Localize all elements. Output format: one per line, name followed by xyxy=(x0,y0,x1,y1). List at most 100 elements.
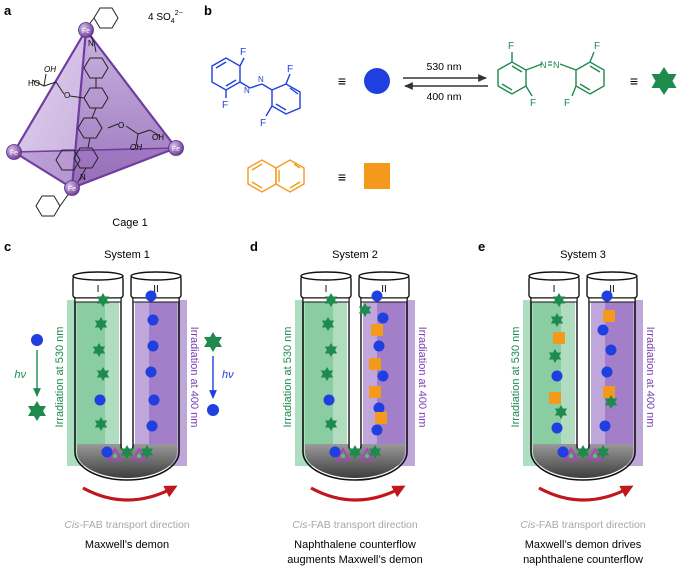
trans-molecule xyxy=(120,445,134,459)
tube-label-left: I xyxy=(553,284,556,295)
legend-hv-blue: hν xyxy=(222,369,234,381)
cis-f-4: F xyxy=(260,118,266,129)
irradiation-label-530: Irradiation at 530 nm xyxy=(54,327,66,428)
cage-guest xyxy=(113,454,117,458)
tube-label-right: II xyxy=(609,284,615,295)
trans-molecule xyxy=(368,445,382,459)
cis-molecule xyxy=(146,420,158,432)
cis-molecule xyxy=(145,290,157,302)
cage-oh-label-2: OH xyxy=(152,133,164,142)
cage-guest xyxy=(569,454,573,458)
cage-o-label-1: O xyxy=(64,91,70,100)
trans-molecule xyxy=(324,417,338,431)
cis-molecule xyxy=(148,394,160,406)
trans-molecule xyxy=(321,317,335,331)
cis-molecule xyxy=(551,422,563,434)
trans-molecule xyxy=(550,313,564,327)
cage-triangle xyxy=(335,447,351,461)
svg-text:Fe: Fe xyxy=(68,186,76,193)
trans-molecule xyxy=(358,303,372,317)
legend-cis-circle-2 xyxy=(207,404,219,416)
cage-counterion: 4 SO42− xyxy=(148,10,183,25)
cis-molecule xyxy=(371,424,383,436)
naphthalene-molecule xyxy=(371,324,383,336)
svg-text:Fe: Fe xyxy=(172,146,180,153)
molecules xyxy=(320,290,389,461)
cage-triangle xyxy=(563,447,579,461)
cis-molecule xyxy=(373,402,385,414)
legend-hv-green: hν xyxy=(14,369,26,381)
cis-f-1: F xyxy=(240,47,246,58)
naphthalene-molecule xyxy=(603,386,615,398)
reverse-label: 400 nm xyxy=(426,91,461,103)
panel-label-a: a xyxy=(4,3,12,18)
trans-molecule xyxy=(96,293,110,307)
system-caption-line-2: naphthalene counterflow xyxy=(523,554,643,566)
transport-caption: Cis-FAB transport direction xyxy=(64,519,190,531)
system-caption-line-2: augments Maxwell’s demon xyxy=(287,554,423,566)
trans-molecule xyxy=(94,317,108,331)
cage-oh-label-3: OH xyxy=(130,143,142,152)
transport-arrow xyxy=(310,485,406,502)
cis-molecule xyxy=(601,290,613,302)
trans-molecule xyxy=(96,367,110,381)
system-title: System 3 xyxy=(560,249,606,261)
legend-cis-circle xyxy=(31,334,43,346)
naphthalene-molecule xyxy=(369,386,381,398)
trans-molecule xyxy=(552,293,566,307)
cis-molecule xyxy=(101,446,113,458)
panel-label-d: d xyxy=(250,239,258,254)
u-tube-outline xyxy=(74,296,180,481)
system-title: System 2 xyxy=(332,249,378,261)
molecules xyxy=(548,290,618,461)
u-tube-divider xyxy=(348,296,362,453)
cis-molecule xyxy=(147,314,159,326)
cage-guest xyxy=(137,454,141,458)
cis-molecule xyxy=(147,340,159,352)
cis-molecule xyxy=(323,394,335,406)
tube-label-left: I xyxy=(325,284,328,295)
cis-molecule xyxy=(599,420,611,432)
tube-label-right: II xyxy=(381,284,387,295)
trans-molecule xyxy=(140,445,154,459)
cis-molecule xyxy=(597,324,609,336)
trans-molecule xyxy=(596,445,610,459)
cis-molecule xyxy=(605,344,617,356)
system-caption-line-1: Maxwell’s demon drives xyxy=(525,539,642,551)
u-tube-divider xyxy=(120,296,134,453)
transport-arrow xyxy=(82,485,178,502)
naphthalene-molecule xyxy=(549,392,561,404)
trans-n-1: N xyxy=(540,60,547,70)
system-title: System 1 xyxy=(104,249,150,261)
cage-caption: Cage 1 xyxy=(112,217,147,229)
fe-vertex-bottom: Fe xyxy=(64,180,80,196)
trans-f-3: F xyxy=(594,41,600,52)
transport-caption: Cis-FAB transport direction xyxy=(292,519,418,531)
trans-n-2: N xyxy=(553,60,560,70)
trans-molecule xyxy=(576,445,590,459)
equiv-sign-naphthalene: ≡ xyxy=(338,169,346,185)
cage-structure: HO OH O O OH OH N N Fe Fe Fe Fe 4 SO42− … xyxy=(6,7,184,229)
trans-molecule xyxy=(324,293,338,307)
cis-molecule xyxy=(373,340,385,352)
legend-trans-star xyxy=(28,401,46,421)
u-tube-divider xyxy=(576,296,590,453)
naphthalene-molecule xyxy=(375,412,387,424)
cis-to-trans-legend: hν xyxy=(14,334,46,421)
u-tube-outline xyxy=(302,296,408,481)
cis-f-2: F xyxy=(222,100,228,111)
molecules xyxy=(92,290,160,461)
cis-molecule xyxy=(371,290,383,302)
tube-liquid-left xyxy=(77,296,119,452)
irradiation-label-530: Irradiation at 530 nm xyxy=(282,327,294,428)
cage-guest xyxy=(341,454,345,458)
cis-molecule xyxy=(329,446,341,458)
tube-label-right: II xyxy=(153,284,159,295)
trans-molecule xyxy=(604,395,618,409)
tube-label-left: I xyxy=(97,284,100,295)
cage-triangle xyxy=(107,447,123,461)
cage-guest xyxy=(593,454,597,458)
cis-azobenzene-structure xyxy=(211,57,301,117)
